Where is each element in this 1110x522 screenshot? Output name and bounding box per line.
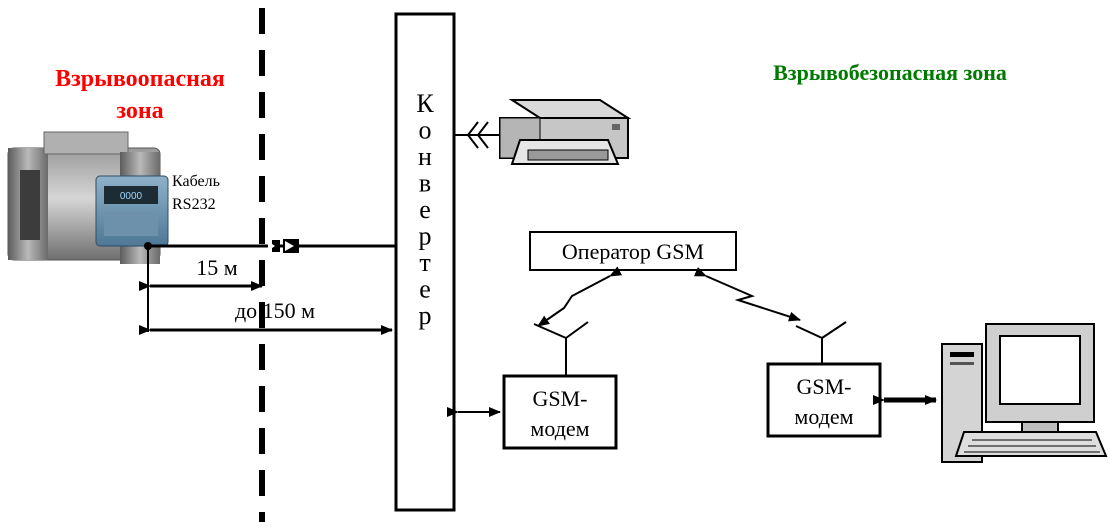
distance-15m-label: 15 м (196, 255, 238, 280)
gsm-modem-left-box (502, 374, 618, 450)
meter-display-text: 0000 (120, 191, 143, 202)
converter-letter: т (419, 248, 430, 277)
printer-plug-icon (466, 121, 489, 149)
cable-label-line1: Кабель (172, 173, 220, 190)
gsm-modem-right-line2: модем (794, 404, 853, 429)
safe-zone-label: Взрывобезопасная зона (773, 60, 1007, 85)
gsm-modem-left-line2: модем (530, 416, 589, 441)
converter-letter: н (418, 142, 432, 171)
connector-icon (268, 239, 299, 253)
converter-box (394, 12, 456, 512)
converter-letter: о (419, 116, 432, 145)
gsm-modem-right-line1: GSM- (796, 374, 851, 399)
hazardous-zone-label-line1: Взрывоопасная (55, 66, 225, 92)
antenna-icon (533, 321, 589, 376)
hazardous-zone-label-line2: зона (116, 98, 163, 124)
converter-letter: е (419, 195, 431, 224)
converter-letter: р (419, 222, 432, 251)
computer-icon (941, 323, 1108, 463)
gsm-modem-left-line1: GSM- (532, 386, 587, 411)
gas-meter-icon: 0000 (7, 131, 169, 264)
distance-150m-label: до 150 м (235, 298, 315, 323)
converter-letter: в (419, 169, 431, 198)
printer-icon (499, 99, 632, 165)
antenna-icon (795, 321, 847, 364)
operator-gsm-box (529, 231, 737, 271)
converter-letter: К (416, 89, 434, 118)
cable-label-line2: RS232 (172, 196, 216, 213)
converter-letter: е (419, 275, 431, 304)
right-wireless-link (693, 267, 801, 322)
left-wireless-link (537, 266, 623, 327)
operator-gsm-label: Оператор GSM (562, 239, 704, 264)
converter-letter: р (419, 301, 432, 330)
